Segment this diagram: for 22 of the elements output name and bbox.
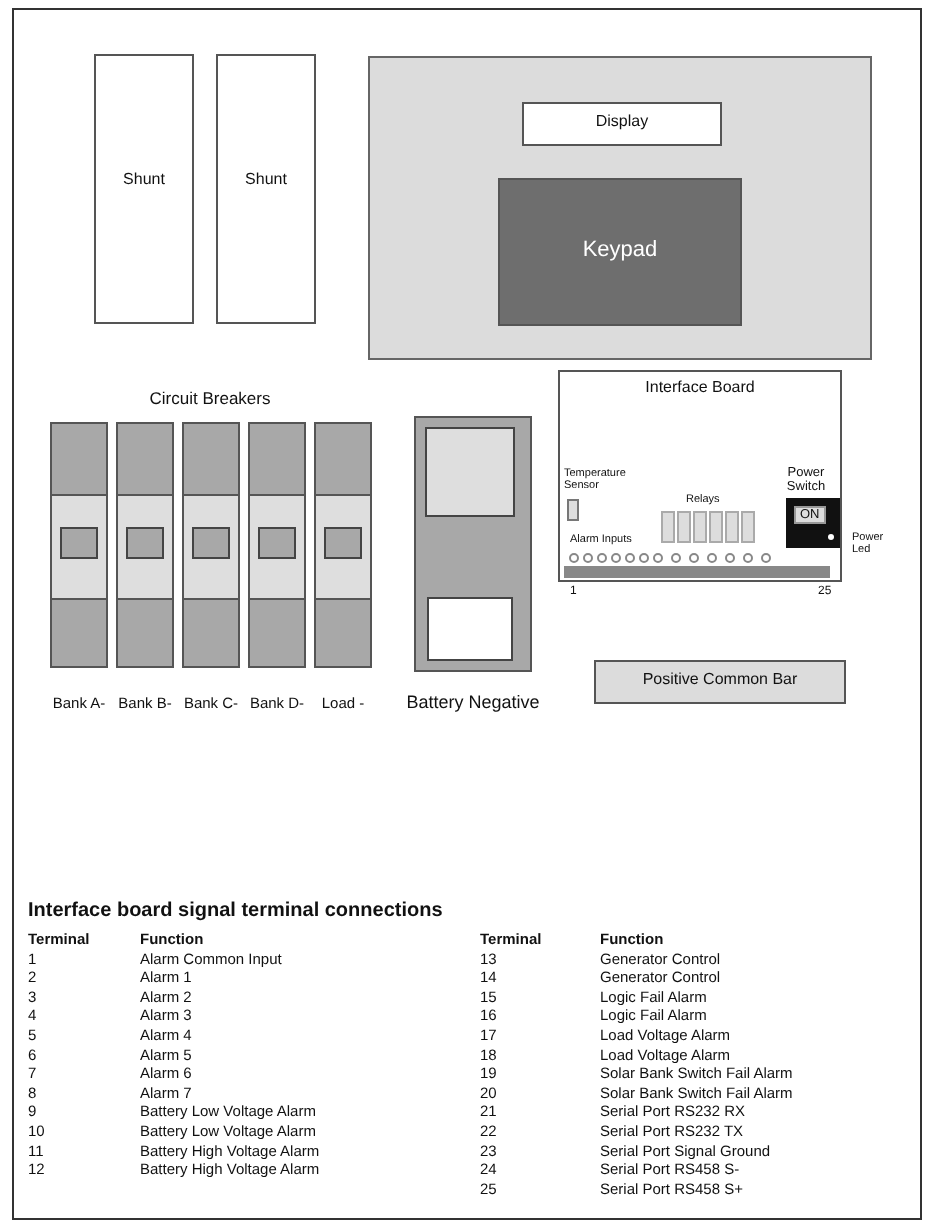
circuit-breaker [182,422,240,668]
terminal-caption: Battery Negative [404,692,542,715]
display-window [522,102,722,146]
table-heading: Interface board signal terminal connections [28,900,443,922]
circuit-breaker [248,422,306,668]
circuit-breaker [116,422,174,668]
circuit-breaker [50,422,108,668]
positive-common-bar-label: Positive Common Bar [640,672,800,690]
display-window-label: Display [593,114,651,132]
keypad [498,178,742,326]
shunt-block-label: Shunt [243,172,289,190]
shunt-block [216,54,316,324]
shunt-block-label: Shunt [121,172,167,190]
keypad-label: Keypad [580,238,660,263]
section-heading: Circuit Breakers [149,390,271,409]
front-panel [368,56,872,360]
board-title: Interface Board [643,380,757,398]
interface-board [558,370,842,582]
shunt-block [94,54,194,324]
circuit-breaker [314,422,372,668]
battery-negative-terminal [414,416,532,672]
positive-common-bar [594,660,846,704]
